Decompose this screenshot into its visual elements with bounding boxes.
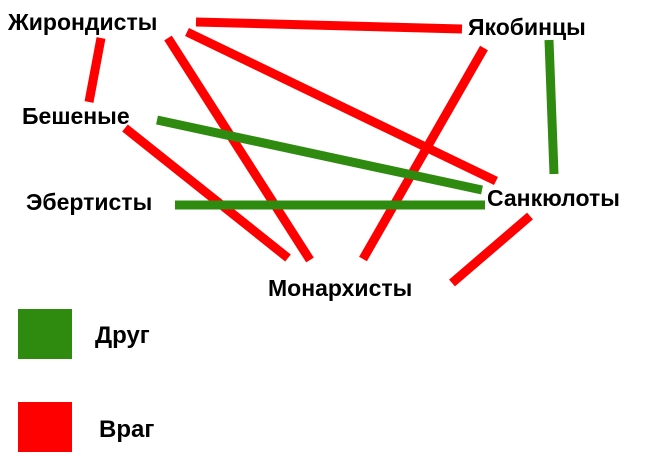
node-jacobins: Якобинцы [468, 14, 586, 40]
legend-enemy-swatch [18, 402, 72, 452]
edge-girondins-monarchists [164, 35, 314, 263]
node-enrages: Бешеные [22, 103, 130, 129]
legend-enemy-label: Враг [99, 416, 154, 443]
edge-girondins-sansculottes [185, 27, 498, 186]
edge-jacobins-sansculottes [544, 39, 559, 175]
edge-enrages-sansculottes [156, 115, 483, 195]
edge-enrages-monarchists [122, 124, 291, 262]
legend-friend-swatch [18, 309, 72, 359]
node-monarchists: Монархисты [268, 275, 412, 301]
node-sansculottes: Санкюлоты [487, 185, 620, 211]
legend-friend-label: Друг [95, 322, 150, 349]
node-girondins: Жирондисты [7, 9, 157, 35]
edge-girondins-enrages [84, 37, 106, 103]
node-hebertists: Эбертисты [26, 189, 152, 215]
edge-girondins-jacobins [195, 17, 463, 34]
nodes-layer: Жирондисты Якобинцы Бешеные Эбертисты Са… [7, 9, 620, 301]
legend: Друг Враг [18, 309, 154, 452]
edges-layer [84, 17, 559, 287]
edge-sansculottes-monarchists [449, 212, 533, 287]
edge-jacobins-monarchists [359, 45, 488, 262]
